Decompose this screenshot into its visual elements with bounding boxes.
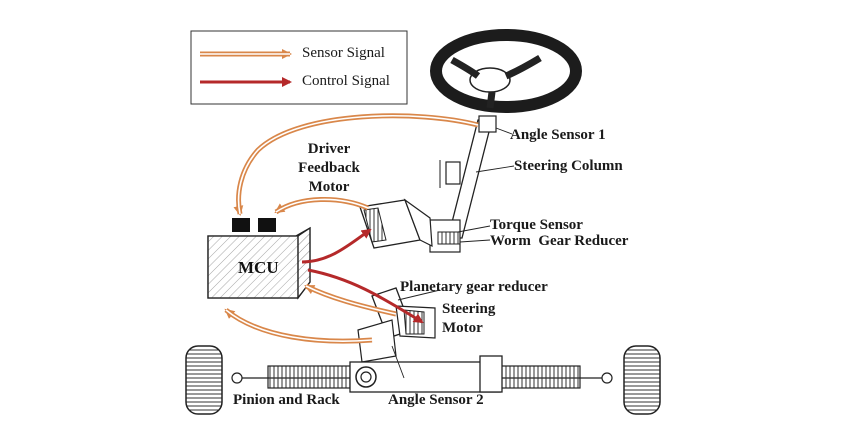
leader-lines <box>391 127 515 379</box>
driver-feedback-motor-label-line3: Motor <box>308 179 350 195</box>
control-arrow-feedback-motor <box>301 228 372 264</box>
legend-box <box>190 30 408 105</box>
mcu-connector-right <box>258 218 276 232</box>
legend-sensor-label: Sensor Signal <box>302 45 385 61</box>
control-arrow-steering-motor <box>307 268 424 324</box>
angle-sensor-1-label: Angle Sensor 1 <box>510 127 606 143</box>
legend <box>190 30 408 105</box>
steering-motor <box>357 287 436 363</box>
sensor-signal-arrows <box>224 113 479 344</box>
sensor-arrow-angle2 <box>224 308 373 344</box>
right-bellow <box>499 365 581 389</box>
steering-column <box>429 115 497 253</box>
steering-motor-label-line2: Motor <box>442 320 483 336</box>
legend-control-label: Control Signal <box>302 73 390 89</box>
steering-wheel <box>430 29 582 113</box>
column-bracket <box>445 161 461 185</box>
planetary-gear-reducer-label: Planetary gear reducer <box>400 279 548 295</box>
steering-wheel-rim <box>430 29 582 113</box>
worm-gear-reducer-label: Worm Gear Reducer <box>490 233 629 249</box>
rack-assembly <box>231 355 613 393</box>
right-wheel <box>623 345 661 415</box>
angle-sensor-2-label: Angle Sensor 2 <box>388 392 484 408</box>
steering-column-label: Steering Column <box>514 158 623 174</box>
driver-feedback-motor-label-line2: Feedback <box>298 160 360 176</box>
mcu-label: MCU <box>238 258 279 277</box>
torque-sensor-label: Torque Sensor <box>490 217 583 233</box>
driver-feedback-motor-label-line1: Driver <box>307 141 351 157</box>
left-wheel <box>185 345 223 415</box>
steering-motor-label-line1: Steering <box>442 301 496 317</box>
mcu-connector-left <box>232 218 250 232</box>
angle-sensor-1-part <box>478 115 497 133</box>
left-bellow <box>267 365 351 389</box>
control-signal-arrows <box>301 228 424 324</box>
driver-feedback-motor <box>359 198 433 249</box>
pinion-and-rack-label: Pinion and Rack <box>233 392 340 408</box>
